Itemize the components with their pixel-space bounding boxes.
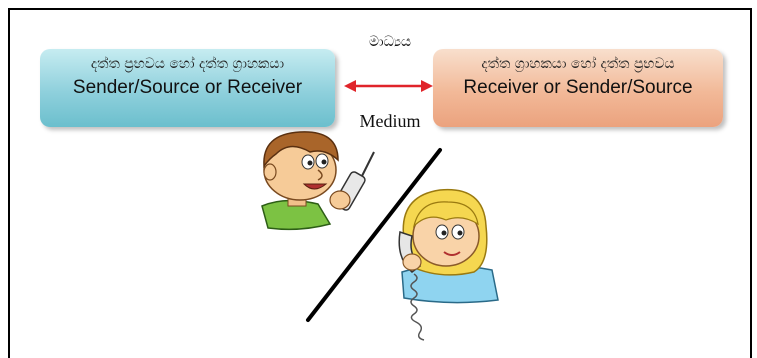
sender-sinhala-label: දත්ත ප්‍රභවය හෝ දත්ත ග්‍රාහකයා [90, 56, 285, 72]
figure-frame [8, 8, 752, 358]
medium-sinhala-label: මාධ්‍යය [368, 34, 412, 50]
sender-box: දත්ත ප්‍රභවය හෝ දත්ත ග්‍රාහකයා Sender/So… [40, 49, 335, 127]
girl-on-corded-phone-icon [398, 188, 499, 341]
receiver-sinhala-label: දත්ත ග්‍රාහකයා හෝ දත්ත ප්‍රභවය [481, 56, 675, 72]
bidirectional-arrow-icon [344, 80, 433, 92]
receiver-box: දත්ත ග්‍රාහකයා හෝ දත්ත ප්‍රභවය Receiver … [433, 49, 723, 127]
boy-on-cellphone-icon [261, 131, 375, 231]
divider-line [306, 148, 442, 322]
medium-english-label: Medium [359, 111, 421, 131]
sender-english-label: Sender/Source or Receiver [72, 77, 303, 98]
receiver-english-label: Receiver or Sender/Source [463, 77, 693, 98]
